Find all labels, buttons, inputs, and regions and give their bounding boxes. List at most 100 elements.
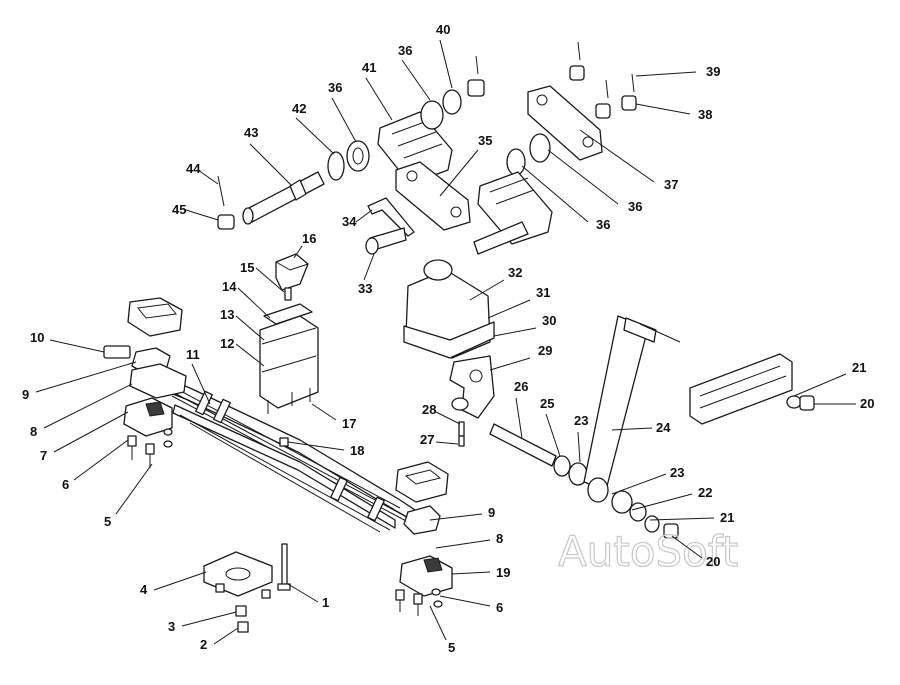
leader-line-c32: [469, 279, 505, 301]
callout-label-c6a: 6: [62, 477, 69, 492]
front-spring-bracket: [103, 297, 187, 437]
leader-line-c6b: [439, 595, 491, 607]
leader-line-c8a: [43, 383, 133, 429]
callout-label-c36c: 36: [628, 199, 642, 214]
callout-label-c39: 39: [706, 64, 720, 79]
axle-seat-assembly: [203, 543, 291, 633]
callout-label-c44: 44: [186, 161, 201, 176]
callout-label-c5b: 5: [448, 640, 455, 655]
callout-label-c36b: 36: [328, 80, 342, 95]
leader-line-c16: [293, 245, 303, 259]
torque-rod-bracket: [403, 259, 495, 447]
callout-label-c42: 42: [292, 101, 306, 116]
leader-line-c31: [487, 299, 531, 319]
callout-label-c34: 34: [342, 214, 357, 229]
callout-label-c7: 7: [40, 448, 47, 463]
shock-upper-bracket: [689, 353, 815, 425]
u-bolt-guide-assembly: [259, 303, 319, 414]
leader-line-c9b: [429, 513, 483, 521]
leader-line-c30: [493, 327, 537, 337]
leader-line-c18: [287, 441, 345, 451]
callout-label-c29: 29: [538, 343, 552, 358]
callout-label-c43: 43: [244, 125, 258, 140]
leader-line-c15: [255, 267, 285, 293]
callout-label-c5a: 5: [104, 514, 111, 529]
link-plate-left: [365, 161, 471, 255]
leader-line-c5b: [429, 605, 447, 641]
leader-line-c3: [181, 611, 237, 627]
leader-line-c37: [579, 129, 655, 183]
leader-line-c36a: [401, 59, 431, 101]
leader-line-c7: [53, 411, 129, 453]
leader-line-c35: [439, 149, 479, 197]
callout-label-c36d: 36: [596, 217, 610, 232]
rubber-stop: [275, 253, 309, 301]
callout-label-c20a: 20: [706, 554, 720, 569]
callout-label-c11: 11: [186, 347, 200, 362]
leader-line-c21a: [649, 517, 715, 521]
shock-absorber: [583, 315, 681, 539]
callout-label-c8b: 8: [496, 531, 503, 546]
leader-line-c23b: [611, 473, 667, 495]
leader-line-c13: [235, 315, 265, 341]
leader-line-c36b: [331, 97, 357, 143]
callout-label-c6b: 6: [496, 600, 503, 615]
leader-line-c42: [295, 117, 335, 155]
callout-labels: 4036413642434445353433393837363616151413…: [22, 22, 874, 655]
callout-label-c35: 35: [478, 133, 492, 148]
rear-bolts: [395, 588, 443, 616]
callout-label-c20b: 20: [860, 396, 874, 411]
callout-label-c30: 30: [542, 313, 556, 328]
leader-line-c40: [439, 39, 453, 89]
callout-label-c1: 1: [322, 595, 329, 610]
callout-label-c9b: 9: [488, 505, 495, 520]
leader-line-c29: [489, 357, 531, 371]
leader-line-c45: [185, 209, 219, 221]
callout-label-c16: 16: [302, 231, 316, 246]
callout-label-c14: 14: [222, 279, 237, 294]
leader-line-c2: [213, 627, 239, 645]
callout-label-c3: 3: [168, 619, 175, 634]
leader-line-c17: [311, 403, 337, 421]
shock-lower-shaft: [489, 423, 588, 486]
callout-label-c21a: 21: [720, 510, 734, 525]
callout-label-c12: 12: [220, 336, 234, 351]
callout-label-c31: 31: [536, 285, 550, 300]
callout-label-c26: 26: [514, 379, 528, 394]
callout-label-c8a: 8: [30, 424, 37, 439]
leaf-spring: [147, 371, 431, 533]
callout-label-c36a: 36: [398, 43, 412, 58]
callout-label-c10: 10: [30, 330, 44, 345]
leader-line-c38: [635, 103, 691, 115]
leader-line-c12: [235, 343, 265, 367]
leader-line-c8b: [435, 539, 491, 549]
leader-line-c14: [237, 287, 271, 319]
callout-label-c24: 24: [656, 420, 671, 435]
leader-line-c1: [287, 583, 319, 603]
leader-line-c33: [363, 253, 375, 281]
callout-label-c33: 33: [358, 281, 372, 296]
leader-line-c43: [249, 143, 293, 187]
leader-line-c11: [191, 363, 211, 405]
leader-line-c22: [631, 493, 693, 511]
leader-line-c36d: [521, 165, 589, 223]
rear-spring-hanger: [395, 461, 453, 597]
callout-label-c23b: 23: [670, 465, 684, 480]
leader-line-c4: [153, 571, 207, 591]
leader-line-c6a: [73, 439, 129, 481]
leader-line-c25: [545, 413, 561, 457]
callout-label-c37: 37: [664, 177, 678, 192]
leader-line-c41: [365, 77, 393, 121]
callout-label-c45: 45: [172, 202, 186, 217]
leader-line-c28: [435, 411, 461, 425]
callout-label-c38: 38: [698, 107, 712, 122]
leader-line-c21b: [793, 373, 847, 397]
callout-label-c22: 22: [698, 485, 712, 500]
callout-label-c9a: 9: [22, 387, 29, 402]
callout-label-c41: 41: [362, 60, 376, 75]
leader-line-c26: [515, 397, 523, 439]
callout-label-c17: 17: [342, 416, 356, 431]
callout-label-c4: 4: [140, 582, 148, 597]
leader-line-c5a: [115, 463, 153, 515]
